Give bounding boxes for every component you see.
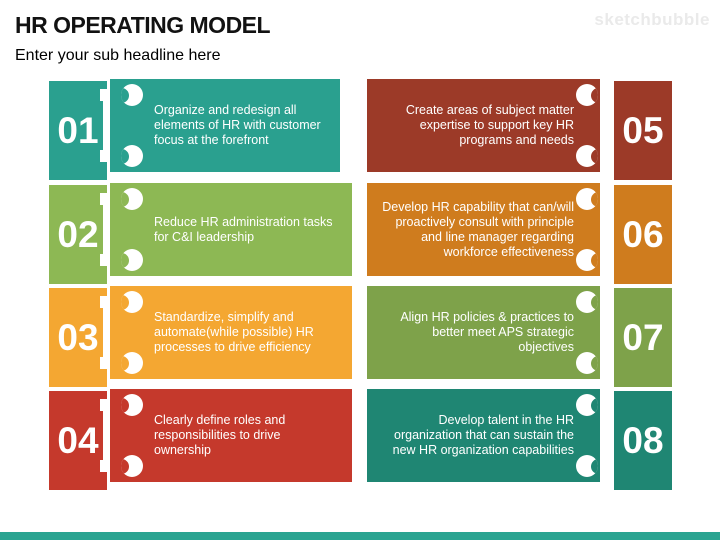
puzzle-knob-icon — [121, 145, 143, 167]
step-number-box[interactable]: 01 — [49, 81, 107, 180]
step-row-3-right: 07 Align HR policies & practices to bett… — [0, 286, 720, 387]
step-text-box[interactable]: Create areas of subject matter expertise… — [367, 79, 600, 172]
connector-bar — [103, 405, 110, 466]
puzzle-knob-icon — [576, 394, 598, 416]
puzzle-knob-icon — [576, 145, 598, 167]
step-description: Reduce HR administration tasks for C&I l… — [154, 214, 333, 244]
puzzle-knob-icon — [121, 352, 143, 374]
step-row-1-right: 05 Create areas of subject matter expert… — [0, 79, 720, 180]
puzzle-knob-icon — [576, 249, 598, 271]
step-number: 07 — [622, 316, 664, 358]
step-text-box[interactable]: Clearly define roles and responsibilitie… — [110, 389, 352, 482]
step-number-box[interactable]: 02 — [49, 185, 107, 284]
step-row-1-left: 01 Organize and redesign all elements of… — [0, 79, 720, 180]
puzzle-knob-icon — [576, 455, 598, 477]
step-description: Develop HR capability that can/will proa… — [382, 199, 574, 259]
step-description: Align HR policies & practices to better … — [400, 310, 574, 354]
step-number: 02 — [57, 213, 99, 255]
step-number-box[interactable]: 03 — [49, 288, 107, 387]
connector-bar — [103, 95, 110, 156]
puzzle-knob-icon — [576, 188, 598, 210]
step-number-box[interactable]: 07 — [614, 288, 672, 387]
step-number-box[interactable]: 04 — [49, 391, 107, 490]
step-text-box[interactable]: Reduce HR administration tasks for C&I l… — [110, 183, 352, 276]
step-number: 03 — [57, 316, 99, 358]
puzzle-knob-icon — [576, 291, 598, 313]
step-text-box[interactable]: Develop HR capability that can/will proa… — [367, 183, 600, 276]
puzzle-knob-icon — [576, 352, 598, 374]
step-description: Organize and redesign all elements of HR… — [154, 103, 321, 147]
step-row-2-left: 02 Reduce HR administration tasks for C&… — [0, 183, 720, 284]
step-number: 08 — [622, 419, 664, 461]
puzzle-knob-icon — [121, 455, 143, 477]
step-text-box[interactable]: Align HR policies & practices to better … — [367, 286, 600, 379]
step-number: 06 — [622, 213, 664, 255]
footer-accent-bar — [0, 532, 720, 540]
puzzle-knob-icon — [121, 84, 143, 106]
step-number: 01 — [57, 109, 99, 151]
step-row-2-right: 06 Develop HR capability that can/will p… — [0, 183, 720, 284]
step-number: 04 — [57, 419, 99, 461]
step-description: Develop talent in the HR organization th… — [392, 413, 574, 457]
step-text-box[interactable]: Develop talent in the HR organization th… — [367, 389, 600, 482]
sub-headline-placeholder[interactable]: Enter your sub headline here — [15, 47, 221, 64]
step-text-box[interactable]: Organize and redesign all elements of HR… — [110, 79, 340, 172]
step-number-box[interactable]: 05 — [614, 81, 672, 180]
step-description: Create areas of subject matter expertise… — [405, 103, 574, 147]
puzzle-knob-icon — [121, 249, 143, 271]
connector-bar — [103, 199, 110, 260]
step-text-box[interactable]: Standardize, simplify and automate(while… — [110, 286, 352, 379]
page-title[interactable]: HR OPERATING MODEL — [15, 12, 271, 38]
watermark: sketchbubble — [594, 10, 710, 29]
step-number: 05 — [622, 109, 664, 151]
puzzle-knob-icon — [121, 291, 143, 313]
connector-bar — [103, 302, 110, 363]
step-description: Clearly define roles and responsibilitie… — [154, 413, 286, 457]
step-number-box[interactable]: 08 — [614, 391, 672, 490]
puzzle-knob-icon — [121, 188, 143, 210]
puzzle-knob-icon — [576, 84, 598, 106]
step-row-4-right: 08 Develop talent in the HR organization… — [0, 389, 720, 490]
step-row-3-left: 03 Standardize, simplify and automate(wh… — [0, 286, 720, 387]
step-row-4-left: 04 Clearly define roles and responsibili… — [0, 389, 720, 490]
step-number-box[interactable]: 06 — [614, 185, 672, 284]
puzzle-knob-icon — [121, 394, 143, 416]
step-description: Standardize, simplify and automate(while… — [154, 310, 314, 354]
